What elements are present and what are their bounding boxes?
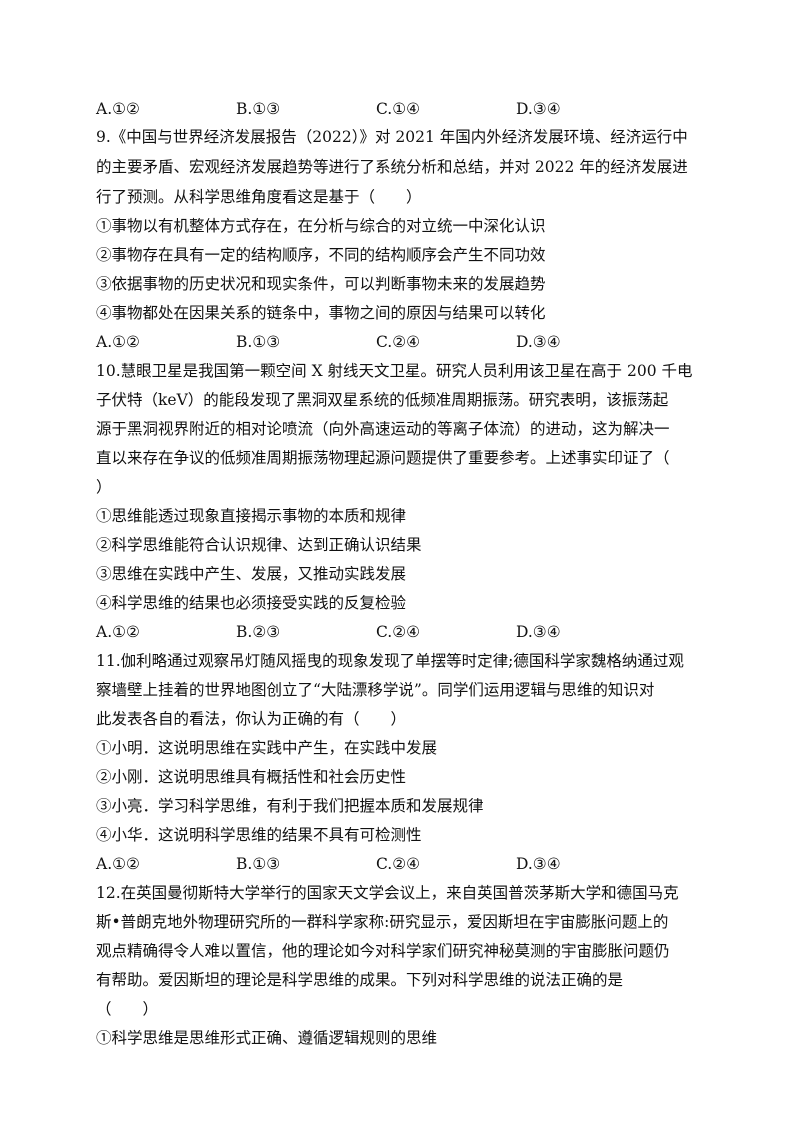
q9-stem-line: 的主要矛盾、宏观经济发展趋势等进行了系统分析和总结，并对 2022 年的经济发展…: [96, 158, 688, 176]
q9-item: ③依据事物的历史状况和现实条件，可以判断事物未来的发展趋势: [96, 275, 546, 293]
q11-options: A.①② B.①③ C.②④ D.③④: [96, 854, 716, 874]
option-b[interactable]: B.②③: [236, 623, 281, 641]
option-c[interactable]: C.②④: [376, 333, 421, 351]
q11-stem-line: 此发表各自的看法，你认为正确的有（ ）: [96, 710, 407, 728]
option-b[interactable]: B.①③: [236, 855, 281, 873]
q12-stem-line: 观点精确得令人难以置信，他的理论如今对科学家们研究神秘莫测的宇宙膨胀问题仍: [96, 942, 670, 960]
q10-item: ③思维在实践中产生、发展，又推动实践发展: [96, 565, 407, 583]
option-c[interactable]: C.①④: [376, 100, 421, 118]
option-a[interactable]: A.①②: [96, 100, 140, 118]
q10-stem-line: 子伏特（keV）的能段发现了黑洞双星系统的低频准周期振荡。研究表明，该振荡起: [96, 391, 669, 409]
q11-item: ①小明．这说明思维在实践中产生，在实践中发展: [96, 739, 438, 757]
option-b[interactable]: B.①③: [236, 333, 281, 351]
q11-stem-line: 11.伽利略通过观察吊灯随风摇曳的现象发现了单摆等时定律;德国科学家魏格纳通过观: [96, 652, 684, 670]
q8-options: A.①② B.①③ C.①④ D.③④: [96, 99, 716, 119]
option-c[interactable]: C.②④: [376, 855, 421, 873]
q11-stem-line: 察墙壁上挂着的世界地图创立了“大陆漂移学说”。同学们运用逻辑与思维的知识对: [96, 681, 655, 699]
option-c[interactable]: C.②④: [376, 623, 421, 641]
q11-item: ④小华．这说明科学思维的结果不具有可检测性: [96, 826, 422, 844]
option-a[interactable]: A.①②: [96, 623, 140, 641]
q9-item: ④事物都处在因果关系的链条中，事物之间的原因与结果可以转化: [96, 304, 546, 322]
q10-stem-line: 源于黑洞视界附近的相对论喷流（向外高速运动的等离子体流）的进动，这为解决一: [96, 420, 670, 438]
option-a[interactable]: A.①②: [96, 333, 140, 351]
q12-stem-line: 有帮助。爱因斯坦的理论是科学思维的成果。下列对科学思维的说法正确的是: [96, 971, 624, 989]
q11-item: ③小亮．学习科学思维，有利于我们把握本质和发展规律: [96, 797, 484, 815]
q12-stem-line: 12.在英国曼彻斯特大学举行的国家天文学会议上，来自英国普茨茅斯大学和德国马克: [96, 884, 679, 902]
option-d[interactable]: D.③④: [516, 333, 561, 351]
q10-stem-line: ）: [96, 478, 112, 496]
q9-stem-line: 行了预测。从科学思维角度看这是基于（ ）: [96, 188, 422, 206]
option-b[interactable]: B.①③: [236, 100, 281, 118]
q9-item: ②事物存在具有一定的结构顺序，不同的结构顺序会产生不同功效: [96, 246, 546, 264]
option-d[interactable]: D.③④: [516, 623, 561, 641]
option-d[interactable]: D.③④: [516, 100, 561, 118]
q12-item: ①科学思维是思维形式正确、遵循逻辑规则的思维: [96, 1029, 438, 1047]
q10-stem-line: 10.慧眼卫星是我国第一颗空间 X 射线天文卫星。研究人员利用该卫星在高于 20…: [96, 362, 693, 380]
q10-item: ②科学思维能符合认识规律、达到正确认识结果: [96, 536, 422, 554]
q9-stem-line: 9.《中国与世界经济发展报告（2022）》对 2021 年国内外经济发展环境、经…: [96, 128, 688, 146]
q10-options: A.①② B.②③ C.②④ D.③④: [96, 622, 716, 642]
q10-item: ①思维能透过现象直接揭示事物的本质和规律: [96, 507, 407, 525]
option-d[interactable]: D.③④: [516, 855, 561, 873]
q10-item: ④科学思维的结果也必须接受实践的反复检验: [96, 594, 407, 612]
q12-stem-line: 斯•普朗克地外物理研究所的一群科学家称:研究显示，爱因斯坦在宇宙膨胀问题上的: [96, 913, 669, 931]
q11-item: ②小刚．这说明思维具有概括性和社会历史性: [96, 768, 407, 786]
q12-stem-line: （ ）: [96, 1000, 159, 1018]
q10-stem-line: 直以来存在争议的低频准周期振荡物理起源问题提供了重要参考。上述事实印证了（: [96, 449, 670, 467]
option-a[interactable]: A.①②: [96, 855, 140, 873]
q9-options: A.①② B.①③ C.②④ D.③④: [96, 332, 716, 352]
q9-item: ①事物以有机整体方式存在，在分析与综合的对立统一中深化认识: [96, 217, 546, 235]
